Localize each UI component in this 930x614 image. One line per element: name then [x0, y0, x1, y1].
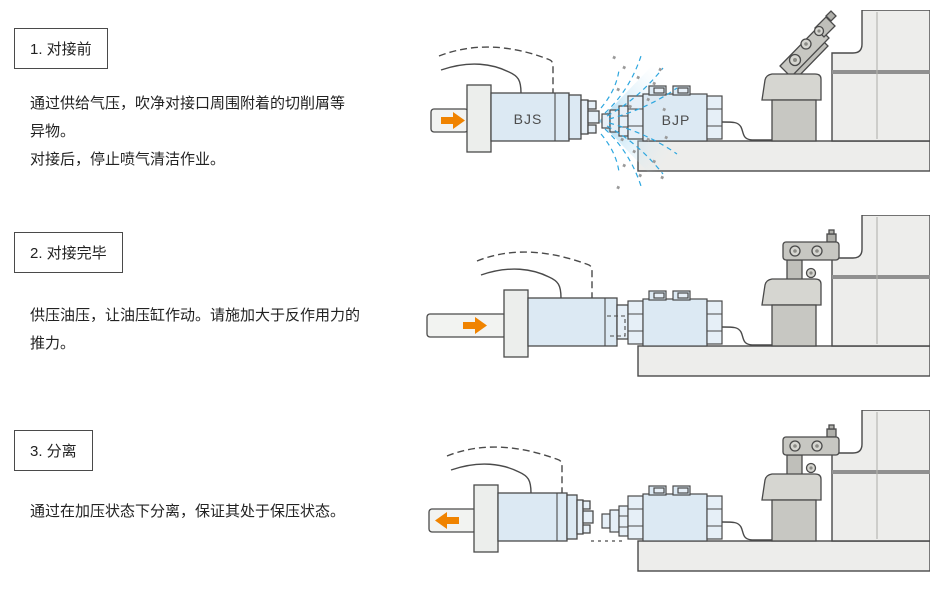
base-plate [637, 540, 930, 572]
step-2-line-2: 推力。 [30, 335, 76, 352]
illustration-step-2-docked [426, 215, 930, 377]
toggle-clamp [761, 424, 840, 542]
bjs-label: BJS [514, 111, 543, 127]
step-3-label-box: 3. 分离 [14, 430, 93, 471]
debris-particles [612, 55, 669, 190]
step-1-line-3: 对接后，停止喷气清洁作业。 [30, 151, 226, 168]
step-1-title: 1. 对接前 [30, 41, 92, 58]
bjs-cylinder [426, 289, 629, 358]
step-3-title: 3. 分离 [30, 443, 77, 460]
air-hose-dashed [446, 446, 563, 493]
bjs-cylinder: BJS [430, 84, 600, 153]
direction-arrow-right [441, 112, 465, 129]
step-1-line-1: 通过供给气压，吹净对接口周围附着的切削屑等 [30, 95, 346, 112]
step-2-description: 供压油压，让油压缸作动。请施加大于反作用力的 推力。 [30, 302, 432, 358]
bjp-cable [721, 521, 775, 541]
base-plate [637, 345, 930, 377]
signal-wire [450, 463, 532, 494]
bjp-cable [721, 326, 775, 346]
air-spray [600, 55, 678, 187]
step-2-line-1: 供压油压，让油压缸作动。请施加大于反作用力的 [30, 307, 361, 324]
step-2-label-box: 2. 对接完毕 [14, 232, 123, 273]
illustration-step-1-before-docking: BJS BJP [430, 10, 930, 194]
hidden-plug-dashed [607, 315, 626, 337]
bjp-coupler [601, 485, 723, 542]
bjp-coupler [627, 290, 723, 347]
signal-wire [440, 63, 522, 94]
step-1-description: 通过供给气压，吹净对接口周围附着的切削屑等 异物。 对接后，停止喷气清洁作业。 [30, 90, 432, 174]
signal-wire [480, 268, 562, 299]
bjp-label: BJP [662, 112, 691, 128]
toggle-clamp [761, 10, 837, 142]
illustration-step-3-separation [428, 410, 930, 572]
step-2-title: 2. 对接完毕 [30, 245, 107, 262]
step-1-line-2: 异物。 [30, 123, 76, 140]
toggle-clamp [761, 229, 840, 347]
fixture-block [831, 10, 930, 142]
air-hose-dashed [438, 46, 554, 93]
step-3-line-1: 通过在加压状态下分离，保证其处于保压状态。 [30, 503, 346, 520]
fixture-block [831, 215, 930, 347]
bjs-cylinder [428, 484, 594, 553]
fixture-block [831, 410, 930, 542]
bjp-coupler: BJP [601, 85, 723, 142]
step-1-label-box: 1. 对接前 [14, 28, 108, 69]
air-hose-dashed [476, 251, 593, 298]
direction-arrow-right [463, 317, 487, 334]
direction-arrow-left [435, 512, 459, 529]
step-3-description: 通过在加压状态下分离，保证其处于保压状态。 [30, 498, 432, 526]
bjp-cable [721, 121, 775, 141]
base-plate [637, 140, 930, 172]
